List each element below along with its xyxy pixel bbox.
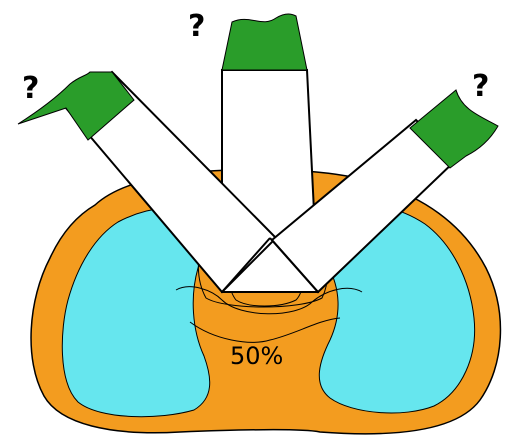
question-mark-right: ? [472,69,489,104]
filter-wedge-right [409,89,499,169]
convergence-line-right [269,237,319,293]
filter-wedge-left [17,71,135,141]
filter-wedge-top [221,13,308,71]
question-mark-top: ? [188,9,205,44]
heart-outline [175,286,363,315]
question-mark-left: ? [22,71,39,106]
inner-contour [189,317,341,343]
percentage-label: 50% [230,342,283,370]
convergence-line-left [221,237,271,293]
